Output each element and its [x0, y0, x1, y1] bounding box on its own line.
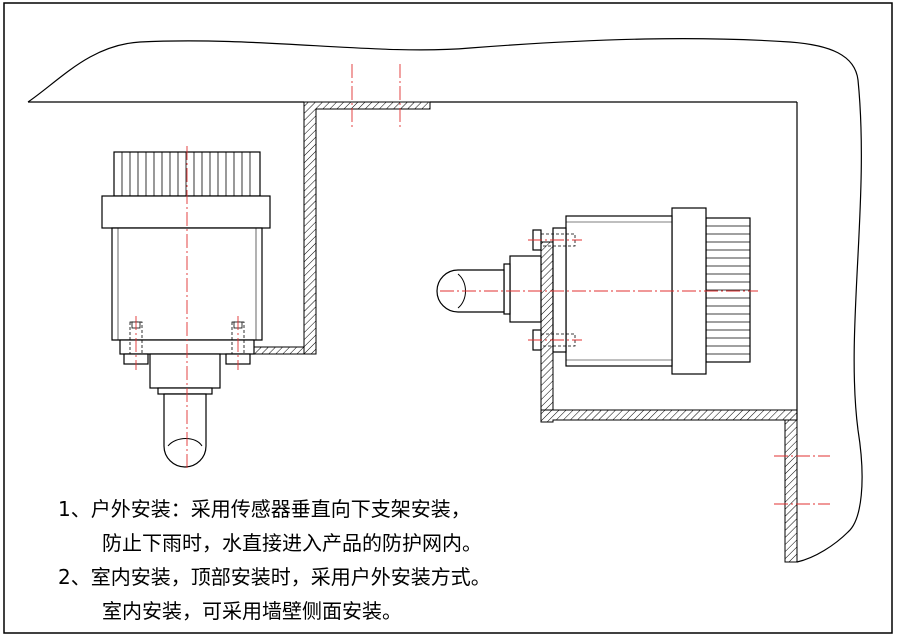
outer-border — [3, 2, 893, 634]
installation-notes: 1、户外安装：采用传感器垂直向下支架安装， 防止下雨时，水直接进入产品的防护网内… — [58, 492, 698, 628]
sensor-vertical — [101, 151, 271, 468]
ceiling-bracket — [303, 101, 431, 355]
wall-bracket-vertical — [540, 241, 554, 411]
center-lines — [135, 64, 830, 505]
wall-bracket-horizontal — [540, 409, 798, 423]
wall-bracket-down — [784, 419, 798, 563]
sensor-horizontal — [436, 207, 751, 375]
note-line-4: 室内安装，可采用墙壁侧面安装。 — [102, 599, 402, 623]
wall-outline — [27, 38, 863, 563]
note-line-2: 防止下雨时，水直接进入产品的防护网内。 — [102, 531, 482, 555]
note-line-3: 2、室内安装，顶部安装时，采用户外安装方式。 — [58, 565, 491, 589]
note-line-1: 1、户外安装：采用传感器垂直向下支架安装， — [58, 497, 471, 521]
